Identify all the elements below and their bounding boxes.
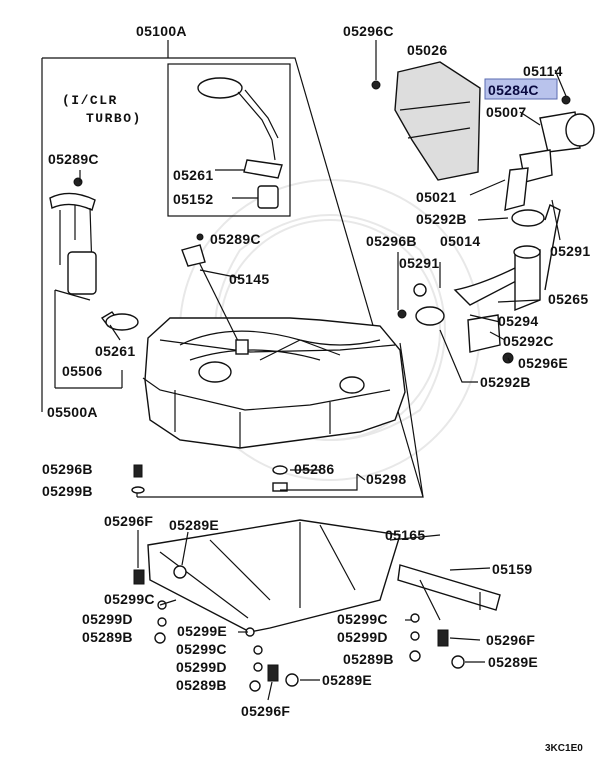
part-label: 05296F	[486, 632, 535, 648]
part-label: 05289B	[343, 651, 394, 667]
part-label: 05261	[173, 167, 213, 183]
part-label: 05014	[440, 233, 480, 249]
part-label: 05299D	[337, 629, 388, 645]
part-label: 05292B	[416, 211, 467, 227]
part-label: 05296E	[518, 355, 568, 371]
part-label: 05299D	[176, 659, 227, 675]
part-label: 05296B	[366, 233, 417, 249]
pump-assembly	[49, 177, 139, 331]
part-label: 05145	[229, 271, 269, 287]
filler-neck	[394, 61, 595, 364]
part-label: 05165	[385, 527, 425, 543]
part-label: 05286	[294, 461, 334, 477]
skid-plate	[147, 519, 501, 633]
leader-lines	[54, 40, 567, 701]
part-label: 05289B	[82, 629, 133, 645]
part-label: 05299B	[42, 483, 93, 499]
part-label: 05299C	[337, 611, 388, 627]
part-label: 05299E	[177, 623, 227, 639]
frame-lines	[41, 40, 424, 498]
part-label: 05296F	[104, 513, 153, 529]
part-label: 05299C	[176, 641, 227, 657]
fuel-sender	[181, 244, 249, 355]
part-label: 05289E	[488, 654, 538, 670]
part-label: 05296C	[343, 23, 394, 39]
part-labels: 05100A 05296C 05026 05114 05284C 05007 0…	[42, 23, 590, 719]
part-label: 05292B	[480, 374, 531, 390]
part-label: 05159	[492, 561, 532, 577]
part-label: 05289C	[210, 231, 261, 247]
part-label: 05100A	[136, 23, 187, 39]
highlight-box	[484, 78, 558, 100]
part-label: 05299D	[82, 611, 133, 627]
part-label: 05152	[173, 191, 213, 207]
fuel-tank	[142, 317, 406, 449]
part-label: 05298	[366, 471, 406, 487]
part-label: 05291	[550, 243, 590, 259]
part-label: 05021	[416, 189, 456, 205]
part-label: 05292C	[503, 333, 554, 349]
part-label: 05500A	[47, 404, 98, 420]
part-label: 05291	[399, 255, 439, 271]
turbo-pump-inset	[197, 77, 283, 209]
part-label: 05007	[486, 104, 526, 120]
part-label: 05261	[95, 343, 135, 359]
part-label: 05026	[407, 42, 447, 58]
hardware	[131, 80, 465, 692]
part-label: 05289B	[176, 677, 227, 693]
part-label: 05296B	[42, 461, 93, 477]
part-label: 05289E	[169, 517, 219, 533]
note-line-1: (I/CLR	[62, 93, 118, 108]
part-label: 05506	[62, 363, 102, 379]
part-label: 05294	[498, 313, 538, 329]
part-label: 05265	[548, 291, 588, 307]
part-label: 05289E	[322, 672, 372, 688]
part-label: 05296F	[241, 703, 290, 719]
part-label-highlighted: 05284C	[488, 82, 539, 98]
note-line-2: TURBO)	[86, 111, 142, 126]
part-label: 05299C	[104, 591, 155, 607]
part-label: 05114	[523, 63, 563, 79]
part-label: 05289C	[48, 151, 99, 167]
diagram-code: 3KC1E0	[545, 743, 583, 754]
